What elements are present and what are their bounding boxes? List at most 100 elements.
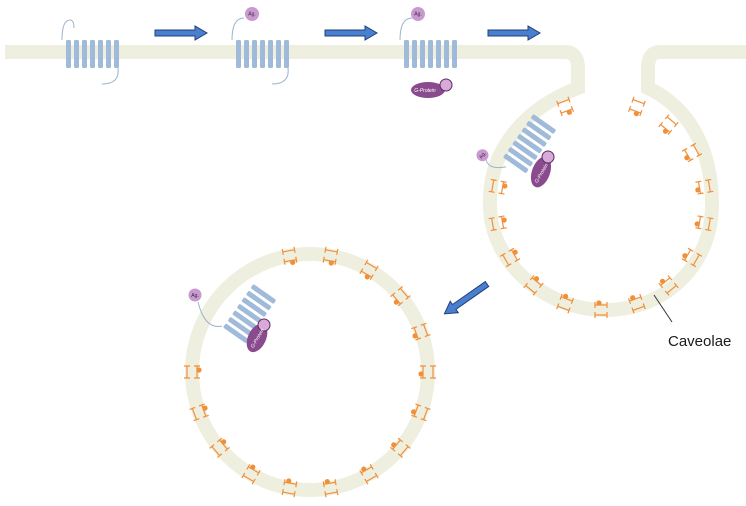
g-protein-label: G-Protein [414, 88, 436, 94]
helix-segment [66, 40, 71, 68]
caveolin-marker-icon [390, 285, 411, 307]
g-protein-icon: G-Protein [246, 318, 271, 353]
caveolin-marker-icon [556, 96, 575, 117]
caveolin-marker-icon [627, 293, 646, 314]
caveolin-marker-icon [681, 142, 703, 163]
endocytic-vesicle [185, 247, 435, 497]
helix-segment [237, 304, 262, 324]
helix-segment [246, 291, 272, 311]
caveolin-marker-icon [281, 478, 298, 498]
caveolin-marker-icon [681, 247, 703, 268]
helix-segment [90, 40, 95, 68]
helix-segment [223, 323, 249, 343]
receptor-internalizing: Ag. [476, 114, 556, 173]
caveolin-marker-icon [594, 300, 608, 318]
caveolin-marker-icon [499, 247, 521, 268]
g-protein-icon: G-Protein [411, 78, 453, 98]
receptor-g-protein-coupled: Ag. G-Protein [399, 7, 457, 98]
helix-segment [114, 40, 119, 68]
helix-segment [232, 310, 258, 330]
caveolin-marker-icon [359, 463, 379, 485]
helix-segment [244, 40, 249, 68]
caveolin-marker-icon [418, 365, 436, 379]
receptor-n-terminus [61, 19, 75, 41]
helix-segment [268, 40, 273, 68]
gpcr-seven-helix-icon [503, 114, 556, 173]
process-arrow-icon [154, 25, 208, 41]
caveolin-marker-icon [322, 479, 339, 498]
helix-segment [276, 40, 281, 68]
caveolin-marker-icon [488, 215, 507, 232]
caveolin-marker-icon [658, 114, 679, 135]
caveolin-marker-icon [488, 178, 508, 195]
helix-segment [452, 40, 457, 68]
helix-segment [251, 284, 276, 304]
agonist-label: Ag. [191, 293, 199, 299]
receptor-unbound [61, 19, 119, 85]
receptor-c-terminus [101, 67, 119, 85]
helix-segment [428, 40, 433, 68]
helix-segment [503, 153, 529, 173]
helix-segment [284, 40, 289, 68]
helix-segment [512, 140, 538, 160]
caveolin-marker-icon [523, 275, 544, 296]
caveolin-marker-icon [694, 215, 714, 232]
caveolae-leader-line [653, 294, 673, 323]
caveolin-marker-icon [658, 275, 679, 296]
caveolin-marker-icon [184, 365, 202, 379]
receptor-in-vesicle [223, 284, 276, 343]
helix-segment [228, 317, 253, 337]
agonist-ligand-icon: Ag. [476, 149, 489, 162]
gpcr-seven-helix-icon [66, 40, 119, 68]
agonist-ligand-icon: Ag. [245, 7, 259, 21]
g-protein-icon: G-Protein [530, 150, 555, 188]
helix-segment [508, 147, 533, 167]
agonist-ligand-icon: Ag. [411, 7, 425, 21]
gpcr-seven-helix-icon [404, 40, 457, 68]
caveolin-marker-icon [390, 437, 411, 459]
helix-segment [82, 40, 87, 68]
process-arrow-icon [443, 280, 490, 315]
caveolin-marker-icon [359, 259, 379, 281]
receptor-agonist-bound: Ag. [231, 7, 289, 85]
helix-segment [420, 40, 425, 68]
helix-segment [260, 40, 265, 68]
agonist-ligand-icon: Ag. [188, 288, 202, 302]
caveolin-marker-icon [627, 96, 646, 117]
caveolin-marker-icon [411, 403, 431, 422]
helix-segment [106, 40, 111, 68]
helix-segment [521, 127, 547, 147]
caveolin-marker-icon [209, 437, 230, 459]
helix-segment [236, 40, 241, 68]
helix-segment [252, 40, 257, 68]
helix-segment [526, 121, 552, 141]
caveolin-marker-icon [241, 463, 261, 485]
caveolin-marker-icon [189, 403, 209, 422]
helix-segment [74, 40, 79, 68]
caveolin-marker-icon [281, 246, 298, 265]
helix-segment [444, 40, 449, 68]
helix-segment [98, 40, 103, 68]
helix-segment [531, 114, 556, 134]
helix-segment [517, 134, 542, 154]
caveolae-label: Caveolae [668, 333, 731, 350]
caveolin-marker-icon [411, 322, 431, 341]
helix-segment [404, 40, 409, 68]
caveolin-marker-icon [695, 178, 714, 195]
agonist-label: Ag. [478, 151, 487, 161]
gpcr-seven-helix-icon [223, 284, 276, 343]
plasma-membrane [5, 45, 746, 318]
process-arrow-icon [487, 25, 541, 41]
helix-segment [436, 40, 441, 68]
helix-segment [412, 40, 417, 68]
helix-segment [241, 297, 267, 317]
caveolin-marker-icon [322, 246, 339, 266]
caveolin-markers [184, 96, 714, 498]
agonist-label: Ag. [414, 12, 422, 18]
agonist-label: Ag. [248, 12, 256, 18]
caveolin-marker-icon [556, 293, 575, 314]
process-arrow-icon [324, 25, 378, 41]
gpcr-seven-helix-icon [236, 40, 289, 68]
